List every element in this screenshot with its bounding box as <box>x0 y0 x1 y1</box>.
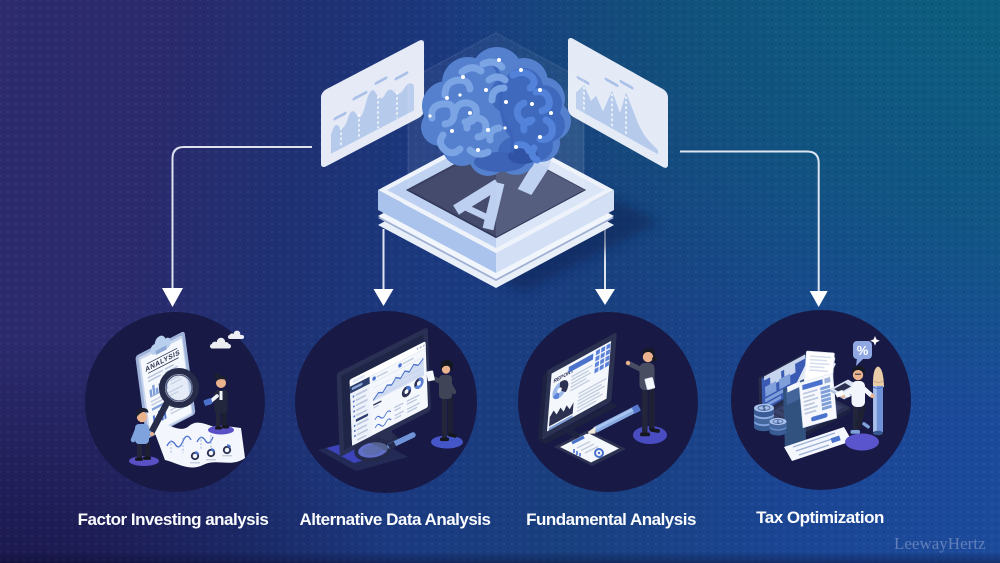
svg-text:$: $ <box>762 406 765 412</box>
svg-text:$: $ <box>777 420 780 426</box>
svg-text:%: % <box>857 343 869 358</box>
